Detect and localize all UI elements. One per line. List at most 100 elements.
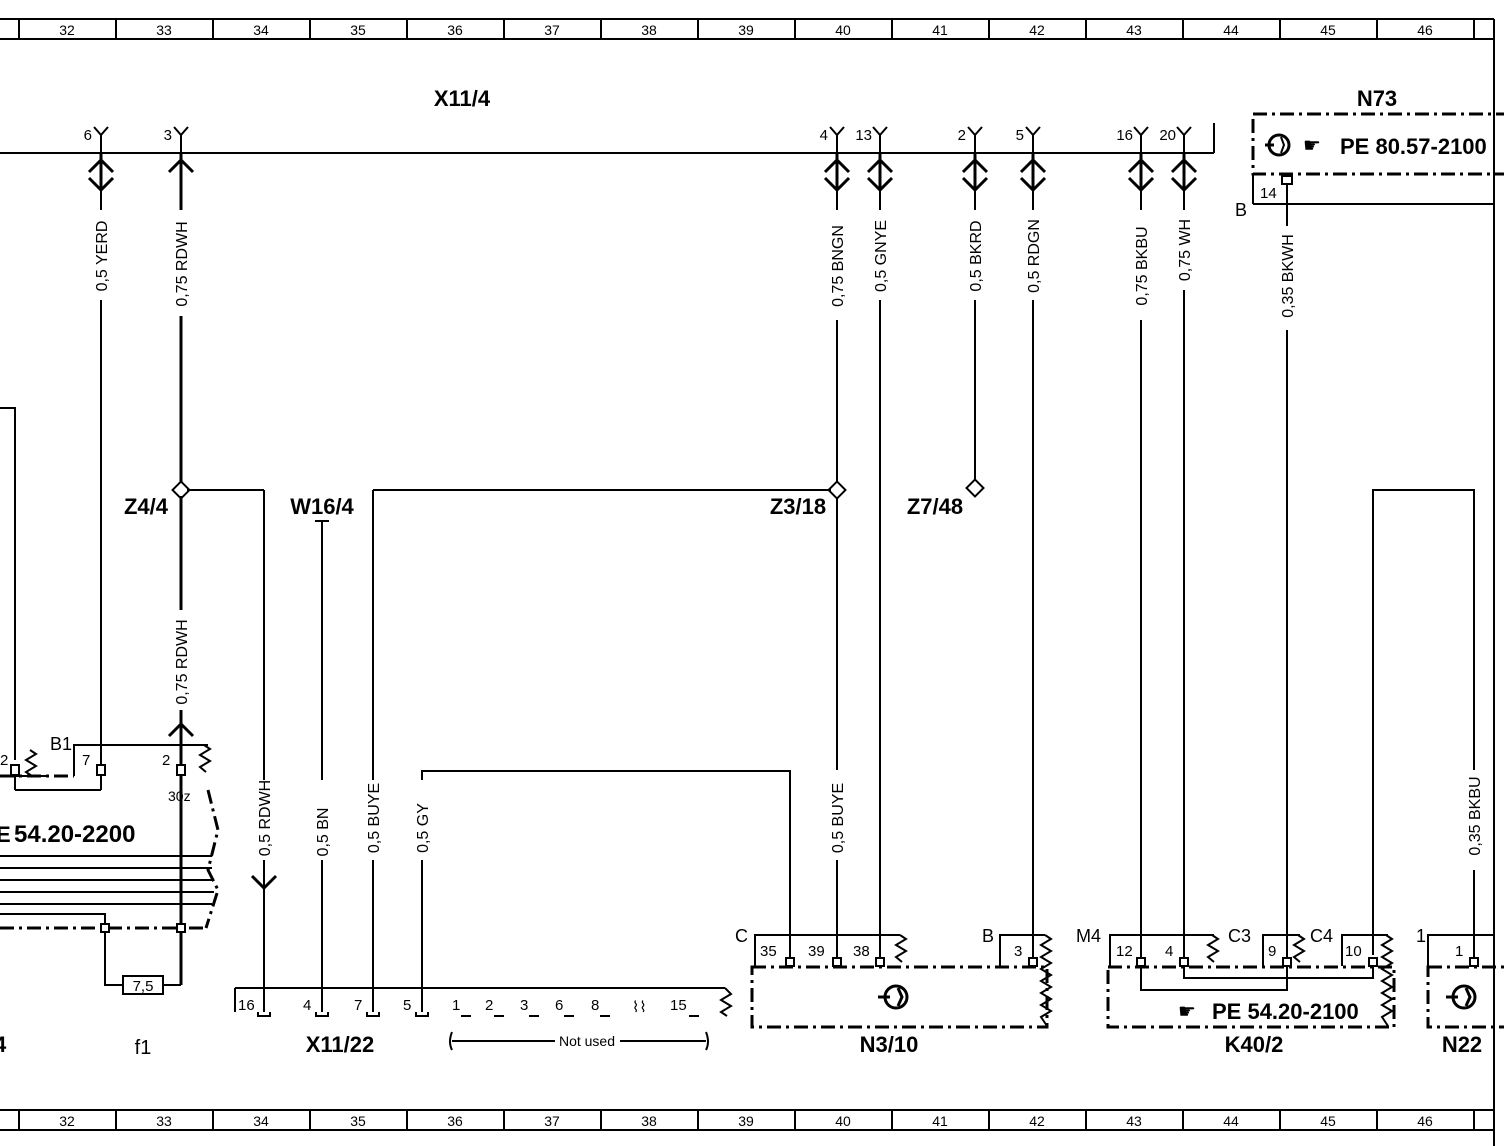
- grid-col-33: 33: [156, 22, 172, 38]
- wire-label-n22: 0,35 BKBU: [1467, 776, 1484, 855]
- z4-4-label: Z4/4: [124, 494, 169, 519]
- left-component-ref: 54.20-2200: [14, 821, 135, 848]
- x11-22-pin-2: 2: [485, 997, 493, 1014]
- bottom-grid-col-33: 33: [156, 1113, 172, 1129]
- wire-label-13: 0,5 GNYE: [873, 220, 890, 292]
- x11-4-pin-3: 3: [164, 127, 172, 144]
- grid-col-32: 32: [59, 22, 75, 38]
- k40-2-pin-m4: M4: [1076, 926, 1101, 946]
- left-component: B1 2 7 2 30z E 54.20-2200 4: [0, 734, 220, 1057]
- n73-label: N73: [1357, 86, 1397, 111]
- k40-2-pin-4: 4: [1165, 943, 1173, 960]
- bottom-grid-col-41: 41: [932, 1113, 948, 1129]
- x11-4-pin-13: 13: [855, 127, 872, 144]
- x11-4-wires: [100, 172, 1185, 960]
- x11-22-connector: 16 4 7 5 1 2 3 6 8 ⌇⌇ 15 X11/22 Not used: [234, 987, 733, 1057]
- k40-2-pin-c3: C3: [1228, 926, 1251, 946]
- n3-10-pin-3: 3: [1014, 943, 1022, 960]
- x11-22-pin-1: 1: [452, 997, 460, 1014]
- n3-10-pin-39: 39: [808, 943, 825, 960]
- x11-4-connector: X11/4: [0, 86, 1215, 154]
- grid-col-35: 35: [350, 22, 366, 38]
- grid-col-43: 43: [1126, 22, 1142, 38]
- n3-10-pin-b: B: [982, 926, 994, 946]
- grid-col-41: 41: [932, 22, 948, 38]
- bottom-grid-col-42: 42: [1029, 1113, 1045, 1129]
- x11-4-label: X11/4: [434, 86, 491, 111]
- fuse-f1: 7,5 f1: [122, 975, 181, 1059]
- n3-10-pin-c: C: [735, 926, 748, 946]
- n22-module: 1 1 N22: [1416, 926, 1504, 1057]
- x11-22-pin-7: 7: [354, 997, 362, 1014]
- wire-labels-top: 0,5 YERD 0,75 RDWH 0,75 BNGN 0,5 GNYE 0,…: [94, 219, 1297, 318]
- grid-col-37: 37: [544, 22, 560, 38]
- k40-2-module: M4 C3 C4 12 4 9 10 ☛ PE 54.20-2100 K40/2: [1076, 926, 1396, 1057]
- bottom-grid-col-36: 36: [447, 1113, 463, 1129]
- wire-label-5: 0,5 RDGN: [1026, 219, 1043, 293]
- splices: Z4/4 0,75 RDWH W16/4 Z3/18 Z7/48: [124, 478, 985, 985]
- x11-4-pins: 6 3 4 13 2 5 16 20: [84, 126, 1192, 153]
- x11-22-pin-16: 16: [238, 997, 255, 1014]
- wire-label-x22-16: 0,5 RDWH: [257, 780, 274, 856]
- wire-label-x22-5: 0,5 GY: [415, 803, 432, 853]
- x11-22-pin-4: 4: [303, 997, 311, 1014]
- top-grid-strip: 32 33 34 35 36 37 38 39 40 41 42 43 44 4…: [0, 18, 1495, 1146]
- right-loop-wire: 0,35 BKBU: [1372, 489, 1484, 955]
- x11-22-break-symbol: ⌇⌇: [632, 999, 647, 1016]
- wire-label-16: 0,75 BKBU: [1134, 226, 1151, 305]
- grid-col-38: 38: [641, 22, 657, 38]
- bottom-grid-col-35: 35: [350, 1113, 366, 1129]
- grid-col-45: 45: [1320, 22, 1336, 38]
- k40-2-hand-icon: ☛: [1178, 1001, 1196, 1023]
- x11-22-label: X11/22: [306, 1032, 375, 1057]
- grid-col-40: 40: [835, 22, 851, 38]
- n73-hand-icon: ☛: [1303, 135, 1321, 157]
- bottom-grid-col-43: 43: [1126, 1113, 1142, 1129]
- bottom-grid-col-46: 46: [1417, 1113, 1433, 1129]
- x11-22-pin-5: 5: [403, 997, 411, 1014]
- left-pin-30z: 30z: [168, 788, 191, 804]
- left-partial-ref-prefix: E: [0, 822, 11, 847]
- left-pin-2: 2: [0, 752, 8, 769]
- w16-4-label: W16/4: [290, 494, 354, 519]
- wire-label-2: 0,5 BKRD: [968, 220, 985, 291]
- b1-label: B1: [50, 734, 72, 754]
- n3-10-module: C B 35 39 38 3 0,5 BUYE N3/10: [735, 783, 1053, 1057]
- left-partial-code: 4: [0, 1032, 7, 1057]
- k40-2-pin-12: 12: [1116, 943, 1133, 960]
- bottom-grid-col-40: 40: [835, 1113, 851, 1129]
- grid-col-46: 46: [1417, 22, 1433, 38]
- fuse-value: 7,5: [133, 978, 154, 995]
- x11-4-pin-2: 2: [958, 127, 966, 144]
- k40-2-reference: PE 54.20-2100: [1212, 999, 1359, 1024]
- z7-48-label: Z7/48: [907, 494, 963, 519]
- x11-4-pin-20: 20: [1159, 127, 1176, 144]
- wire-label-x22-4: 0,5 BN: [315, 808, 332, 857]
- bottom-grid-col-37: 37: [544, 1113, 560, 1129]
- wire-label-6: 0,5 YERD: [94, 221, 111, 292]
- bottom-grid-col-39: 39: [738, 1113, 754, 1129]
- wire-label-4: 0,75 BNGN: [830, 225, 847, 307]
- x11-4-pin-5: 5: [1016, 127, 1024, 144]
- x11-4-pin-16: 16: [1116, 127, 1133, 144]
- n73-reference: PE 80.57-2100: [1340, 134, 1487, 159]
- n3-10-label: N3/10: [860, 1032, 919, 1057]
- grid-col-42: 42: [1029, 22, 1045, 38]
- n73-pin-b: B: [1235, 200, 1247, 220]
- x11-22-pin-3: 3: [520, 997, 528, 1014]
- bottom-grid-col-38: 38: [641, 1113, 657, 1129]
- bottom-grid-col-34: 34: [253, 1113, 269, 1129]
- n73-pin-14: 14: [1260, 185, 1277, 202]
- wire-label-n3-39: 0,5 BUYE: [830, 783, 847, 853]
- k40-2-pin-10: 10: [1345, 943, 1362, 960]
- grid-col-39: 39: [738, 22, 754, 38]
- left-stub-wire: [0, 407, 16, 760]
- wire-label-n73: 0,35 BKWH: [1280, 234, 1297, 318]
- grid-col-34: 34: [253, 22, 269, 38]
- wire-label-20: 0,75 WH: [1177, 219, 1194, 281]
- bottom-grid-col-45: 45: [1320, 1113, 1336, 1129]
- x11-22-pin-6: 6: [555, 997, 563, 1014]
- bottom-grid-strip: 32 33 34 35 36 37 38 39 40 41 42 43 44 4…: [0, 1109, 1494, 1131]
- bottom-grid-col-32: 32: [59, 1113, 75, 1129]
- k40-2-pin-9: 9: [1268, 943, 1276, 960]
